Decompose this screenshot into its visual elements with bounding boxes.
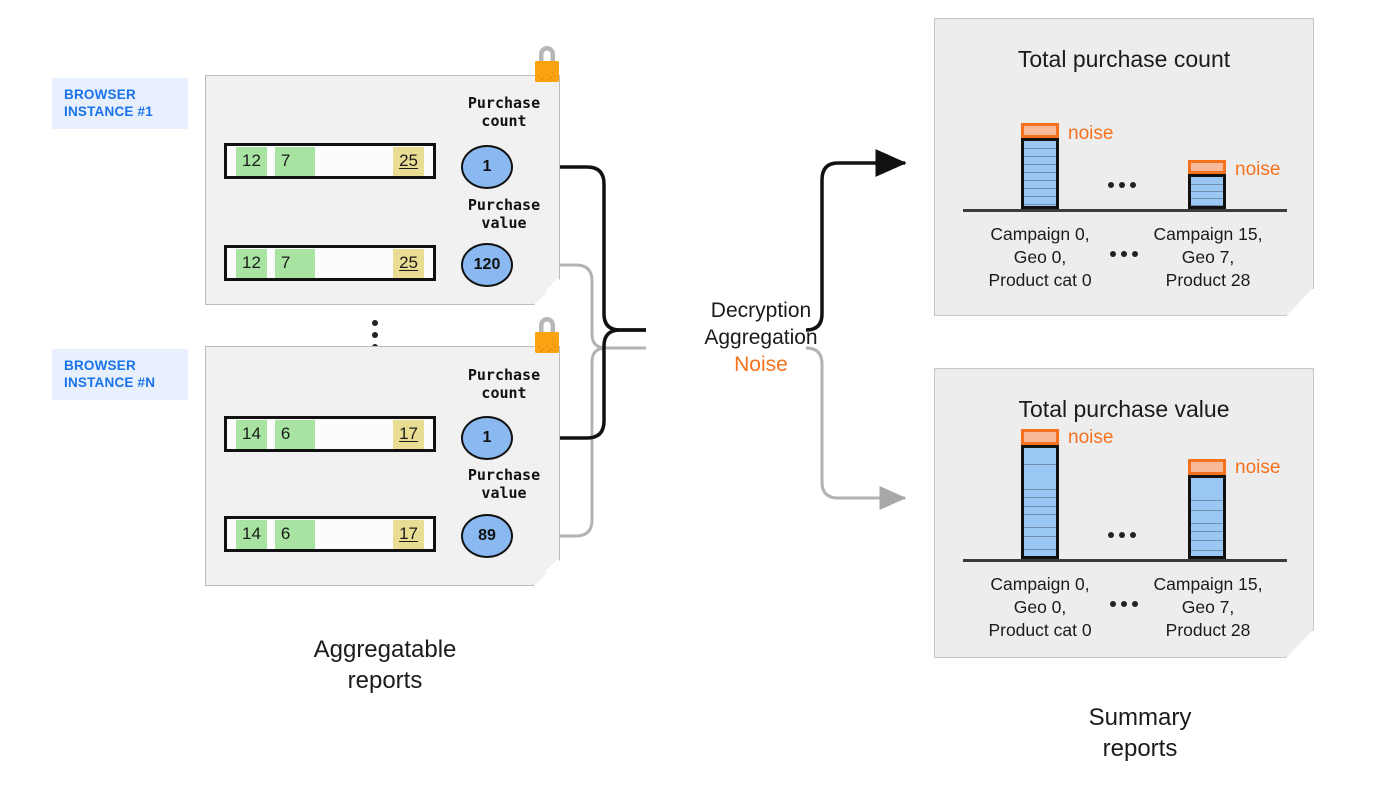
x-tick-label-1: Campaign 15, Geo 7, Product 28 [1153, 574, 1263, 640]
card-fold-corner [532, 558, 559, 585]
summary-report-card-count: Total purchase count noise [934, 18, 1314, 316]
bar-group-1 [1188, 160, 1226, 209]
chip-dimension-2: 6 [274, 419, 315, 449]
purchase-count-bubble: 1 [461, 416, 513, 460]
chip-bucket-value: 25 [393, 146, 424, 176]
browser-instance-n-tag: BROWSER INSTANCE #N [52, 349, 188, 400]
instances-ellipsis [372, 320, 378, 350]
chart-ellipsis [1108, 182, 1136, 188]
x-tick-label-0: Campaign 0, Geo 0, Product cat 0 [988, 574, 1092, 640]
chip-bucket-value: 17 [393, 419, 424, 449]
bar-group-1 [1188, 459, 1226, 559]
chart-baseline [963, 559, 1287, 562]
chip-bucket-value: 17 [393, 519, 424, 549]
chip-dimension-2: 7 [274, 248, 315, 278]
x-tick-label-0: Campaign 0, Geo 0, Product cat 0 [988, 224, 1092, 290]
chip-dimension-2: 7 [274, 146, 315, 176]
bar-noise-segment [1021, 429, 1059, 445]
x-tick-label-1: Campaign 15, Geo 7, Product 28 [1153, 224, 1263, 290]
chip-dimension-1: 12 [236, 146, 267, 176]
bar-noise-segment [1188, 160, 1226, 174]
chart-title: Total purchase value [1018, 396, 1230, 422]
chip-dimension-1: 12 [236, 248, 267, 278]
bar-group-0 [1021, 429, 1059, 559]
bar-value-segment [1188, 174, 1226, 209]
chip-dimension-2: 6 [274, 519, 315, 549]
chip-bucket-value: 25 [393, 248, 424, 278]
bar-value-segment [1188, 475, 1226, 559]
chart-title: Total purchase count [1017, 46, 1231, 72]
bar-value-segment [1021, 445, 1059, 559]
process-line-aggregation: Aggregation [704, 326, 818, 349]
caption-summary-reports: Summary reports [1088, 704, 1192, 762]
bar-noise-segment [1021, 123, 1059, 138]
aggregatable-report-row: 12 7 25 [224, 143, 436, 179]
summary-report-card-value: Total purchase value noise [934, 368, 1314, 658]
padlock-icon [528, 313, 566, 357]
purchase-count-bubble: 1 [461, 145, 513, 189]
purchase-count-label: Purchase count [467, 94, 541, 130]
chart-plot-area: noise noise Campaign 0, Geo 0, Product c… [935, 19, 1313, 315]
padlock-icon [528, 42, 566, 86]
process-label: Decryption Aggregation Noise [646, 297, 876, 378]
chip-dimension-1: 14 [236, 519, 267, 549]
noise-label-1: noise [1235, 159, 1281, 180]
purchase-value-label: Purchase value [467, 466, 541, 502]
aggregatable-report-row: 14 6 17 [224, 516, 436, 552]
chart-ellipsis [1108, 532, 1136, 538]
x-label-ellipsis [1110, 251, 1138, 257]
noise-label-1: noise [1235, 457, 1281, 478]
chip-dimension-1: 14 [236, 419, 267, 449]
noise-label-0: noise [1068, 123, 1114, 144]
card-fold-corner [532, 277, 559, 304]
purchase-value-bubble: 120 [461, 243, 513, 287]
aggregatable-report-row: 14 6 17 [224, 416, 436, 452]
bar-value-segment [1021, 138, 1059, 209]
x-label-ellipsis [1110, 601, 1138, 607]
caption-aggregatable-reports: Aggregatable reports [313, 636, 457, 694]
bar-group-0 [1021, 123, 1059, 209]
purchase-value-label: Purchase value [467, 196, 541, 232]
chart-plot-area: noise noise Campaign 0, Geo 0, Product c… [935, 369, 1313, 657]
process-line-noise: Noise [734, 353, 788, 376]
purchase-count-label: Purchase count [467, 366, 541, 402]
process-line-decryption: Decryption [710, 299, 812, 322]
browser-instance-1-tag: BROWSER INSTANCE #1 [52, 78, 188, 129]
noise-label-0: noise [1068, 427, 1114, 448]
chart-baseline [963, 209, 1287, 212]
bar-noise-segment [1188, 459, 1226, 475]
aggregatable-report-row: 12 7 25 [224, 245, 436, 281]
purchase-value-bubble: 89 [461, 514, 513, 558]
